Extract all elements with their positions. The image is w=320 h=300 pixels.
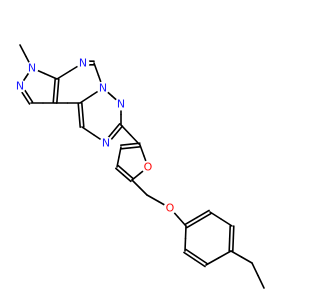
bond-f5-f4-line-0-b	[115, 167, 125, 176]
triazole-nitrogen-atom-bottom-background	[99, 136, 113, 150]
bond-b3-b4-line-1-a	[228, 225, 232, 240]
triazole-nitrogen-atom-top-background	[114, 97, 128, 111]
bond-f5-f4-line-1-a	[124, 171, 134, 180]
bond-f3-f2-line-0-b	[129, 142, 141, 146]
bond-b3-b4-line-1-b	[228, 237, 231, 252]
bond-me-n1-line-0-a	[19, 44, 27, 58]
bond-b2-b3-line-0-a	[209, 211, 222, 220]
bond-b1-b2-line-1-a	[186, 219, 200, 229]
bond-b4-e1-line-0-a	[230, 250, 243, 258]
methyl-nitrogen-atom-background	[25, 61, 39, 75]
furan-oxygen-atom: O	[144, 161, 153, 174]
bond-b5-b6-line-1-b	[185, 248, 198, 258]
methyl-nitrogen-atom: N	[28, 62, 36, 75]
ether-oxygen-atom-background	[163, 201, 177, 215]
bond-b4-b5-line-0-a	[217, 250, 232, 259]
bond-c4-c10-line-0-a	[80, 102, 84, 116]
bond-b5-b6-line-0-b	[183, 251, 196, 261]
bond-f5-ch2-line-0-a	[131, 179, 141, 189]
bond-layer	[17, 44, 265, 289]
bond-e1-e2-line-0-b	[257, 274, 265, 289]
bond-f3-f2-line-0-a	[120, 143, 132, 147]
bond-b5-b6-line-0-a	[193, 258, 206, 268]
bond-c7a-n1-line-0-a	[43, 72, 58, 80]
bond-b2-b3-line-0-b	[220, 218, 233, 227]
triazole-nitrogen-atom-top: N	[117, 98, 125, 111]
bond-n11-c12-line-0-b	[111, 123, 121, 134]
bond-b6-b1-line-0-a	[184, 237, 187, 252]
pyrazole-nitrogen-atom: N	[16, 80, 24, 93]
bond-b1-b2-line-0-a	[184, 216, 198, 226]
pyrazole-nitrogen-atom-background	[13, 79, 27, 93]
bond-f3-f2-line-1-b	[129, 145, 141, 149]
bond-c12-f2-line-0-a	[120, 124, 132, 136]
bond-ch2-eo-line-0-a	[146, 194, 160, 203]
bond-c3a-c7a-line-0-b	[53, 78, 57, 92]
bond-c7a-n7-line-0-a	[56, 70, 71, 80]
bridgehead-nitrogen-atom: N	[99, 82, 107, 95]
bond-c4-c10-line-0-b	[81, 114, 85, 128]
bond-b4-b5-line-0-b	[205, 257, 220, 266]
bond-n11-c12-line-1-b	[114, 125, 124, 136]
bond-b1-b2-line-1-b	[198, 212, 212, 222]
pyrimidine-nitrogen-atom-background	[76, 56, 90, 70]
furan-oxygen-atom-background	[141, 160, 155, 174]
bridgehead-nitrogen-atom-background	[96, 81, 110, 95]
bond-b1-b2-line-0-b	[196, 209, 210, 219]
bond-c4-c10-line-1-a	[77, 102, 81, 116]
bond-b3-b4-line-0-a	[232, 225, 235, 240]
bond-n5-c4-line-0-b	[79, 94, 93, 104]
bond-b3-b4-line-0-b	[231, 237, 235, 252]
bond-c3a-c7a-line-1-a	[55, 90, 59, 104]
bond-n2-c3-line-0-b	[26, 92, 34, 103]
ether-oxygen-atom: O	[166, 202, 175, 215]
bond-c6-n5-line-0-a	[93, 62, 100, 77]
bond-f5-f4-line-1-b	[117, 164, 127, 173]
pyrimidine-nitrogen-atom: N	[79, 57, 87, 70]
bond-e1-e2-line-0-a	[251, 262, 259, 277]
bond-n2-c3-line-1-b	[23, 94, 31, 105]
bond-b4-e1-line-0-b	[240, 256, 253, 264]
bond-c3a-c7a-line-0-a	[52, 90, 56, 104]
bond-f4-f3-line-0-a	[116, 156, 120, 168]
bond-b5-b6-line-1-a	[195, 255, 208, 265]
bond-f3-f2-line-1-a	[120, 146, 132, 150]
triazole-nitrogen-atom-bottom: N	[102, 137, 110, 150]
bond-c3a-c7a-line-1-b	[56, 78, 60, 92]
bond-c4-c10-line-1-b	[78, 114, 82, 128]
bond-b6-b1-line-0-b	[184, 225, 187, 240]
bond-c10-n11-line-0-a	[81, 126, 95, 136]
bond-f5-f4-line-0-a	[122, 174, 132, 183]
bond-f5-ch2-line-0-b	[138, 186, 148, 196]
